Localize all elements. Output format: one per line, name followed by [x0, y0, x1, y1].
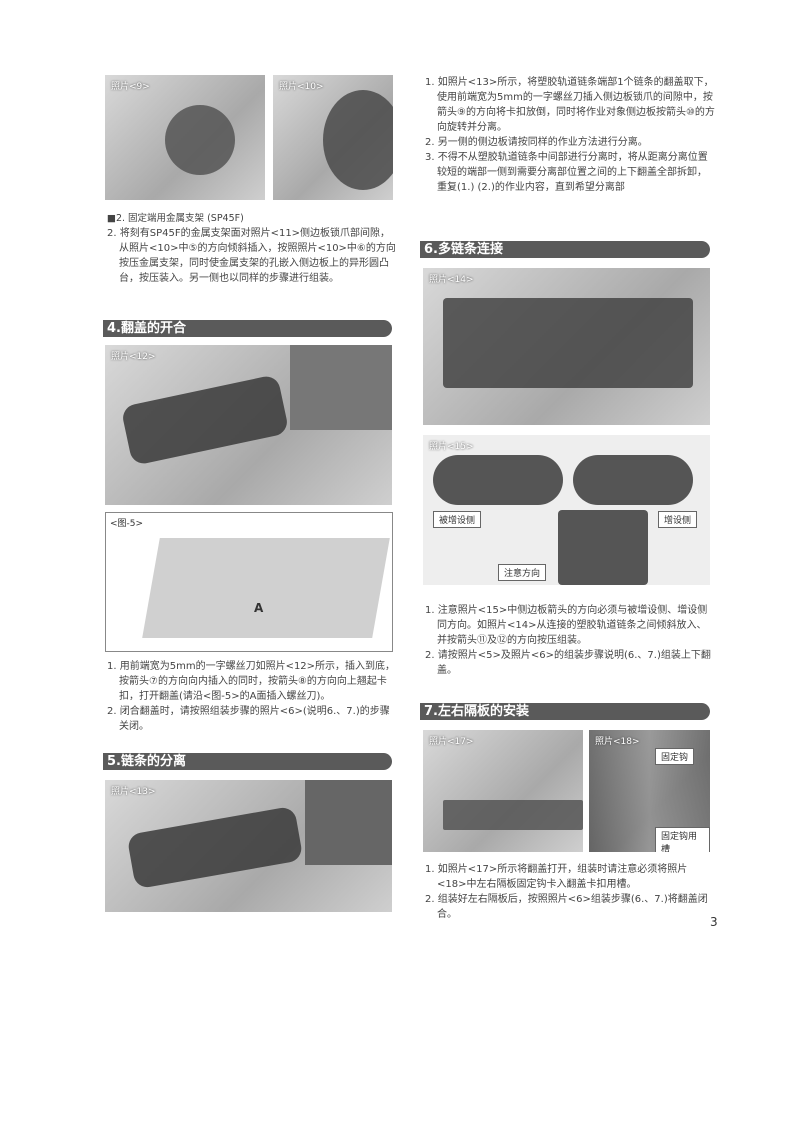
photo-13: 照片<13>: [105, 780, 392, 912]
section-header-7: 7.左右隔板的安装: [420, 703, 710, 720]
intro-text: ■2. 固定端用金属支架 (SP45F) 2. 将刻有SP45F的金属支架面对照…: [107, 211, 397, 286]
chain-right-image: [573, 455, 693, 505]
photo-15: 照片<15> 被增设侧 增设侧 注意方向: [423, 435, 710, 585]
photo-17: 照片<17>: [423, 730, 583, 852]
section-6-steps: 1. 注意照片<15>中侧边板箭头的方向必须与被增设侧、增设侧同方向。如照片<1…: [425, 603, 715, 678]
diagram-shape: [142, 538, 390, 638]
step: 3. 不得不从塑胶轨道链条中间部进行分离时，将从距离分离位置较短的端部一侧到需要…: [425, 152, 708, 193]
photo-9: 照片<9>: [105, 75, 265, 200]
section-header-6: 6.多链条连接: [420, 241, 710, 258]
page-number: 3: [710, 915, 718, 929]
photo-label: 照片<18>: [595, 737, 640, 747]
figure-label: <图-5>: [110, 519, 144, 529]
chain-image: [126, 805, 304, 890]
chain-part-image: [323, 90, 393, 190]
inset-image: [305, 780, 392, 865]
photo-label: 照片<10>: [279, 82, 324, 92]
step: 2. 闭合翻盖时，请按照组装步骤的照片<6>(说明6.、7.)的步骤关闭。: [107, 706, 390, 732]
photo-label: 照片<9>: [111, 82, 150, 92]
detail-image: [558, 510, 648, 585]
photo-label: 照片<14>: [429, 275, 474, 285]
tag-added-side: 被增设侧: [433, 511, 482, 528]
chain-image: [120, 374, 290, 466]
chain-part-image: [165, 105, 235, 175]
photo-14: 照片<14>: [423, 268, 710, 425]
photo-label: 照片<13>: [111, 787, 156, 797]
figure-5: <图-5> A: [105, 512, 393, 652]
step: 2. 请按照片<5>及照片<6>的组装步骤说明(6.、7.)组装上下翻盖。: [425, 650, 711, 676]
photo-18: 照片<18> 固定钩 固定钩用槽: [589, 730, 710, 852]
section-header-4: 4.翻盖的开合: [103, 320, 392, 337]
photo-12: 照片<12>: [105, 345, 392, 505]
section-5-steps: 1. 如照片<13>所示，将塑胶轨道链条端部1个链条的翻盖取下，使用前端宽为5m…: [425, 75, 715, 195]
tag-direction: 注意方向: [498, 564, 547, 581]
step: 1. 用前端宽为5mm的一字螺丝刀如照片<12>所示，插入到底，按箭头⑦的方向向…: [107, 661, 396, 702]
tag-slot: 固定钩用槽: [655, 827, 710, 852]
tag-adding-side: 增设侧: [658, 511, 698, 528]
step: 1. 如照片<13>所示，将塑胶轨道链条端部1个链条的翻盖取下，使用前端宽为5m…: [425, 77, 715, 133]
photo-label: 照片<15>: [429, 442, 474, 452]
chains-image: [443, 298, 693, 388]
tag-hook: 固定钩: [655, 748, 695, 765]
step: 1. 如照片<17>所示将翻盖打开，组装时请注意必须将照片<18>中左右隔板固定…: [425, 864, 688, 890]
note: ■2. 固定端用金属支架 (SP45F): [107, 213, 244, 224]
letter-a: A: [254, 601, 264, 615]
step: 2. 另一侧的侧边板请按同样的作业方法进行分离。: [425, 137, 648, 148]
section-header-5: 5.链条的分离: [103, 753, 392, 770]
step: 2. 将刻有SP45F的金属支架面对照片<11>侧边板锁爪部间隙，从照片<10>…: [107, 228, 396, 284]
step: 1. 注意照片<15>中侧边板箭头的方向必须与被增设侧、增设侧同方向。如照片<1…: [425, 605, 708, 646]
photo-label: 照片<12>: [111, 352, 156, 362]
section-4-steps: 1. 用前端宽为5mm的一字螺丝刀如照片<12>所示，插入到底，按箭头⑦的方向向…: [107, 659, 397, 734]
inset-image: [290, 345, 392, 430]
chain-left-image: [433, 455, 563, 505]
section-7-steps: 1. 如照片<17>所示将翻盖打开，组装时请注意必须将照片<18>中左右隔板固定…: [425, 862, 715, 922]
step: 2. 组装好左右隔板后，按照照片<6>组装步骤(6.、7.)将翻盖闭合。: [425, 894, 708, 920]
chain-image: [443, 800, 583, 830]
photo-label: 照片<17>: [429, 737, 474, 747]
photo-10: 照片<10>: [273, 75, 393, 200]
